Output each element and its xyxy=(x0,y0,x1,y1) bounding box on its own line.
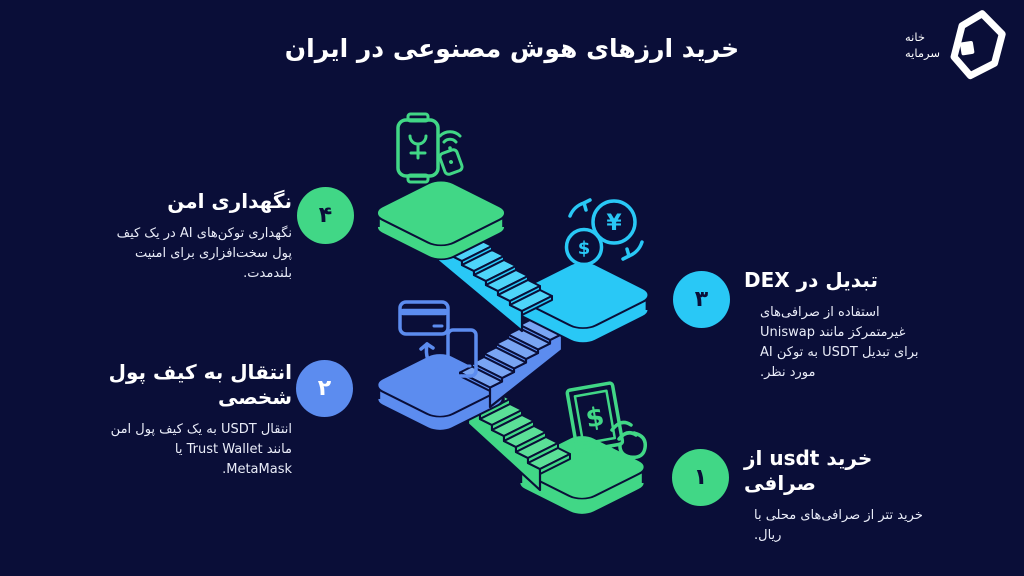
step-3-number: ۳ xyxy=(694,287,709,312)
step-1-block: خرید usdt از صرافی خرید تتر از صرافی‌های… xyxy=(744,446,924,546)
step-4-block: نگهداری امن نگهداری توکن‌های AI در یک کی… xyxy=(58,189,292,284)
hardware-wallet-icon xyxy=(396,112,464,184)
step-1-number-badge: ۱ xyxy=(672,449,729,506)
logo-wordmark: خانه سرمایه xyxy=(904,30,940,60)
logo-mark xyxy=(950,10,1006,80)
step-2-description: انتقال USDT به یک کیف پول امن مانند Trus… xyxy=(110,422,292,478)
step-1-title: خرید usdt از صرافی xyxy=(744,446,873,495)
card-to-phone-icon xyxy=(398,300,478,378)
step-2-number: ۲ xyxy=(317,376,332,401)
step-3-block: تبدیل در DEX استفاده از صرافی‌های غیرمتم… xyxy=(744,268,920,384)
dollar-symbol: $ xyxy=(578,238,591,259)
khaneh-sarmayeh-logo: خانه سرمایه xyxy=(905,10,1006,82)
currency-exchange-icon: ¥ $ xyxy=(564,198,644,267)
step-3-title: تبدیل در DEX xyxy=(744,268,878,292)
yen-symbol: ¥ xyxy=(606,211,622,236)
step-2-block: انتقال به کیف پول شخصی انتقال USDT به یک… xyxy=(58,360,292,480)
page-title: خرید ارزهای هوش مصنوعی در ایران xyxy=(284,34,740,63)
step-4-number: ۴ xyxy=(318,203,333,228)
step-2-title: انتقال به کیف پول شخصی xyxy=(108,360,292,409)
dollar-symbol: $ xyxy=(584,402,607,435)
cash-payment-icon: $ xyxy=(565,381,648,460)
step-3-description: استفاده از صرافی‌های غیرمتمرکز مانند Uni… xyxy=(760,305,919,381)
step-4-number-badge: ۴ xyxy=(297,187,354,244)
hand-icon xyxy=(610,420,648,460)
step-3-number-badge: ۳ xyxy=(673,271,730,328)
step-2-number-badge: ۲ xyxy=(296,360,353,417)
step-4-title: نگهداری امن xyxy=(167,189,292,213)
step-4-description: نگهداری توکن‌های AI در یک کیف پول سخت‌اف… xyxy=(116,226,292,282)
step-1-description: خرید تتر از صرافی‌های محلی با ریال. xyxy=(754,508,923,544)
step-1-number: ۱ xyxy=(693,465,708,490)
